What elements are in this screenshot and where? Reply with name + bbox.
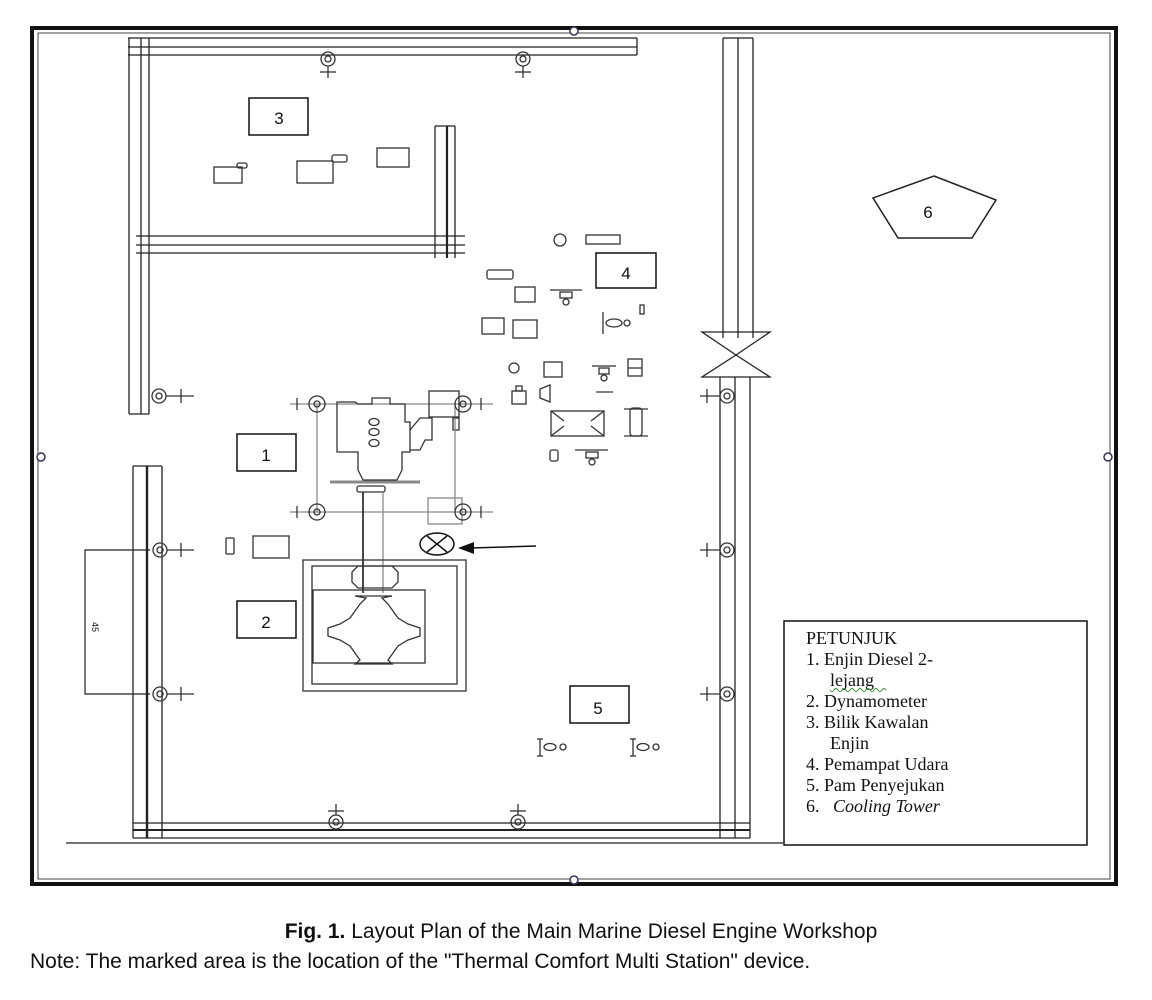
pump-icon: [630, 738, 660, 757]
control-room-equipment: [213, 147, 410, 184]
legend-item-6-text: Cooling Tower: [833, 796, 941, 816]
column-icon: [515, 51, 531, 78]
column-icon: [700, 388, 735, 404]
arrow-icon: [458, 542, 537, 554]
legend-title: PETUNJUK: [806, 628, 897, 648]
column-icon: [152, 686, 194, 702]
air-compressor-equipment: [452, 233, 648, 466]
figure-caption: Fig. 1. Layout Plan of the Main Marine D…: [0, 920, 1152, 944]
column-icon: [320, 51, 336, 78]
walls: [66, 37, 783, 844]
frame-handle-top: [569, 26, 579, 36]
outer-frame: [30, 26, 1118, 886]
legend-item-3: 3. Bilik Kawalan: [806, 712, 928, 732]
diesel-engine: [290, 390, 493, 593]
legend-item-2: 2. Dynamometer: [806, 691, 927, 711]
spellcheck-underline: [829, 688, 887, 692]
frame-handle-bottom: [569, 875, 579, 885]
column-icon: [454, 395, 482, 413]
svg-text:4: 4: [621, 264, 630, 283]
pump-icon: [592, 365, 616, 382]
zone-label-3: 3: [248, 97, 309, 136]
legend-item-1-cont: lejang: [830, 670, 874, 690]
zone-label-1: 1: [236, 433, 297, 472]
frame-handle-left: [36, 452, 46, 462]
column-icon: [296, 395, 326, 413]
pump-icon: [575, 449, 608, 466]
legend-item-4: 4. Pemampat Udara: [806, 754, 948, 774]
column-icon: [151, 388, 194, 404]
column-icon: [510, 804, 526, 830]
column-icon: [700, 686, 735, 702]
legend-item-1: 1. Enjin Diesel 2-: [806, 649, 933, 669]
column-icon: [700, 542, 735, 558]
figure-title: Layout Plan of the Main Marine Diesel En…: [351, 920, 878, 943]
legend: PETUNJUK 1. Enjin Diesel 2- lejang 2. Dy…: [783, 620, 1088, 846]
figure-note: Note: The marked area is the location of…: [30, 950, 811, 973]
cooling-pumps: [537, 738, 660, 757]
thermal-comfort-station-marker: [419, 532, 455, 556]
svg-text:5: 5: [593, 699, 602, 718]
zone-label-2: 2: [236, 600, 297, 639]
legend-item-5: 5. Pam Penyejukan: [806, 775, 944, 795]
svg-text:6: 6: [923, 203, 932, 222]
legend-item-6-number: 6.: [806, 796, 820, 816]
dynamometer: [302, 559, 467, 692]
pump-icon: [550, 289, 582, 306]
frame-handle-right: [1103, 452, 1113, 462]
zone-label-5: 5: [569, 685, 630, 724]
figure-label: Fig. 1.: [284, 920, 346, 943]
misc-equipment: [225, 535, 290, 559]
column-icon: [328, 804, 344, 830]
svg-text:2: 2: [261, 613, 270, 632]
column-icon: [454, 503, 482, 521]
zone-label-4: 4: [595, 252, 657, 289]
cooling-tower-pentagon: 6: [871, 175, 998, 239]
svg-text:1: 1: [261, 446, 270, 465]
svg-text:3: 3: [274, 109, 283, 128]
dimension-label: 45: [90, 622, 100, 632]
pump-icon: [602, 304, 645, 334]
column-icon: [152, 542, 194, 558]
workshop-layout-plan: 45: [30, 26, 1118, 886]
legend-item-3-cont: Enjin: [830, 733, 869, 753]
small-cabinet: [452, 417, 460, 431]
column-icon: [296, 503, 326, 521]
pump-icon: [537, 738, 567, 757]
dimension-line: 45: [84, 549, 150, 695]
columns: [151, 51, 735, 830]
valve-icon: [699, 331, 773, 378]
